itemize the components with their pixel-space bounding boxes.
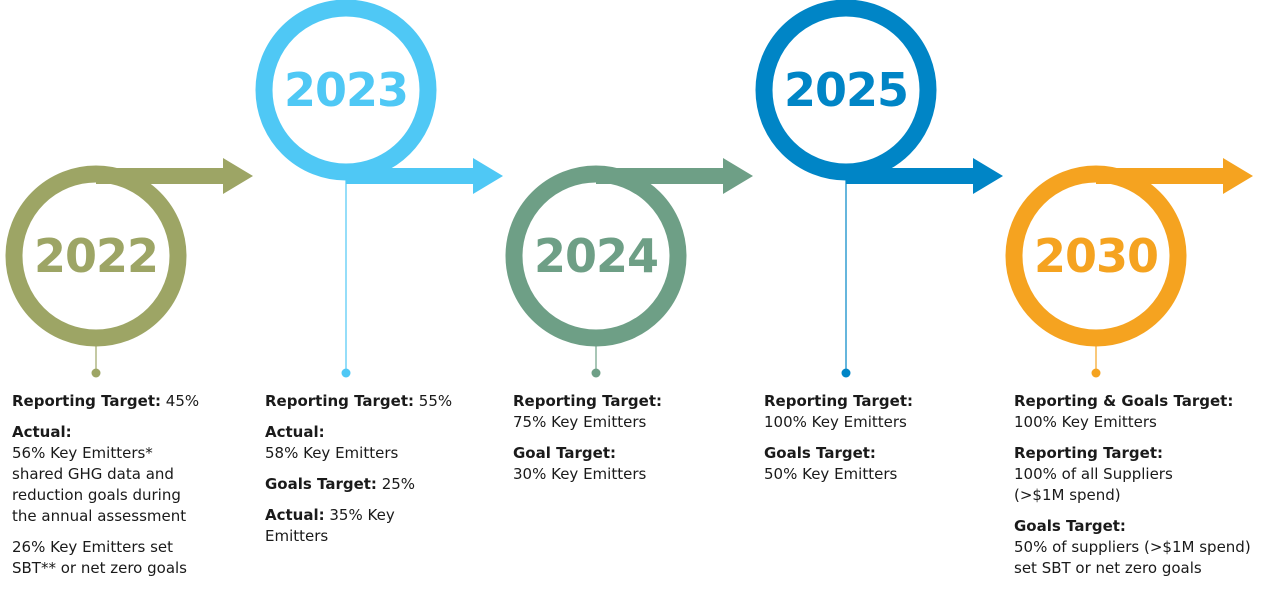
detail-paragraph: Goals Target: 50% of suppliers (>$1M spen…	[1014, 516, 1251, 579]
detail-line: SBT** or net zero goals	[12, 559, 187, 577]
arrow-shaft	[596, 168, 723, 184]
detail-line: 30% Key Emitters	[513, 465, 647, 483]
detail-label: Reporting Target:	[265, 392, 415, 410]
detail-heading-line: Goals Target:	[1014, 516, 1251, 537]
arrow-shaft	[1096, 168, 1223, 184]
detail-label: Goal Target:	[513, 444, 617, 462]
detail-paragraph: Actual: 56% Key Emitters* shared GHG data …	[12, 422, 199, 527]
detail-paragraph: Goals Target: 25%	[265, 474, 452, 495]
arrow-shaft	[346, 168, 473, 184]
detail-line: 26% Key Emitters set	[12, 538, 173, 556]
detail-paragraph: Reporting Target: 75% Key Emitters	[513, 391, 662, 433]
milestone-details-2022: Reporting Target: 45% Actual: 56% Key Emit…	[12, 391, 199, 589]
arrow-shaft	[846, 168, 973, 184]
detail-label: Actual:	[265, 506, 325, 524]
detail-label: Reporting Target:	[513, 392, 663, 410]
detail-value: 25%	[376, 475, 416, 493]
detail-paragraph: Actual: 58% Key Emitters	[265, 422, 452, 464]
milestone-2022: 2022	[5, 158, 253, 378]
detail-label: Reporting & Goals Target:	[1014, 392, 1234, 410]
connector-dot	[91, 368, 101, 378]
detail-label: Reporting Target:	[12, 392, 162, 410]
milestone-2030: 2030	[1005, 158, 1253, 378]
arrow-right-icon	[473, 158, 503, 194]
detail-paragraph: Goal Target: 30% Key Emitters	[513, 443, 662, 485]
detail-line: 100% Key Emitters	[764, 413, 907, 431]
arrow-right-icon	[1223, 158, 1253, 194]
detail-line: Emitters	[265, 527, 329, 545]
milestone-details-2023: Reporting Target: 55% Actual: 58% Key Emit…	[265, 391, 452, 557]
arrow-right-icon	[723, 158, 753, 194]
year-label: 2030	[1034, 229, 1158, 283]
detail-heading-line: Reporting Target: 55%	[265, 391, 452, 412]
detail-heading-line: Reporting Target:	[513, 391, 662, 412]
milestone-2025: 2025	[755, 0, 1003, 378]
detail-paragraph: Reporting & Goals Target: 100% Key Emitte…	[1014, 391, 1251, 433]
detail-line: 56% Key Emitters*	[12, 444, 153, 462]
detail-paragraph: Reporting Target: 100% of all Suppliers (>…	[1014, 443, 1251, 506]
detail-label: Goals Target:	[764, 444, 876, 462]
year-label: 2024	[534, 229, 658, 283]
detail-paragraph: Reporting Target: 45%	[12, 391, 199, 412]
year-label: 2023	[284, 63, 408, 117]
detail-line: reduction goals during	[12, 486, 181, 504]
detail-line: 58% Key Emitters	[265, 444, 399, 462]
connector-dot	[841, 368, 851, 378]
arrow-right-icon	[223, 158, 253, 194]
detail-line: shared GHG data and	[12, 465, 174, 483]
year-label: 2022	[34, 229, 158, 283]
detail-line: 100% Key Emitters	[1014, 413, 1157, 431]
detail-line: (>$1M spend)	[1014, 486, 1121, 504]
detail-heading-line: Actual:	[12, 422, 199, 443]
connector-dot	[1091, 368, 1101, 378]
detail-heading-line: Goal Target:	[513, 443, 662, 464]
detail-label: Actual:	[265, 423, 325, 441]
detail-line: the annual assessment	[12, 507, 187, 525]
detail-heading-line: Reporting Target: 45%	[12, 391, 199, 412]
detail-line: set SBT or net zero goals	[1014, 559, 1202, 577]
arrow-right-icon	[973, 158, 1003, 194]
detail-label: Goals Target:	[1014, 517, 1126, 535]
detail-label: Reporting Target:	[1014, 444, 1164, 462]
detail-heading-line: Goals Target:	[764, 443, 913, 464]
milestone-details-2030: Reporting & Goals Target: 100% Key Emitte…	[1014, 391, 1251, 589]
detail-value: 55%	[414, 392, 453, 410]
detail-value: 45%	[161, 392, 200, 410]
detail-label: Actual:	[12, 423, 72, 441]
detail-label: Reporting Target:	[764, 392, 914, 410]
detail-line: 50% Key Emitters	[764, 465, 898, 483]
detail-paragraph: Reporting Target: 55%	[265, 391, 452, 412]
connector-dot	[341, 368, 351, 378]
detail-line: 75% Key Emitters	[513, 413, 647, 431]
detail-heading-line: Actual:	[265, 422, 452, 443]
detail-label: Goals Target:	[265, 475, 377, 493]
detail-paragraph: Goals Target: 50% Key Emitters	[764, 443, 913, 485]
detail-heading-line: Actual: 35% Key	[265, 505, 452, 526]
detail-heading-line: Goals Target: 25%	[265, 474, 452, 495]
year-label: 2025	[784, 63, 908, 117]
milestone-2023: 2023	[255, 0, 503, 378]
detail-paragraph: Reporting Target: 100% Key Emitters	[764, 391, 913, 433]
detail-heading-line: Reporting Target:	[764, 391, 913, 412]
connector-dot	[591, 368, 601, 378]
arrow-shaft	[96, 168, 223, 184]
detail-line: 100% of all Suppliers	[1014, 465, 1173, 483]
detail-line: 50% of suppliers (>$1M spend)	[1014, 538, 1251, 556]
detail-heading-line: Reporting & Goals Target:	[1014, 391, 1251, 412]
detail-value: 35% Key	[324, 506, 395, 524]
milestone-2024: 2024	[505, 158, 753, 378]
detail-heading-line: Reporting Target:	[1014, 443, 1251, 464]
